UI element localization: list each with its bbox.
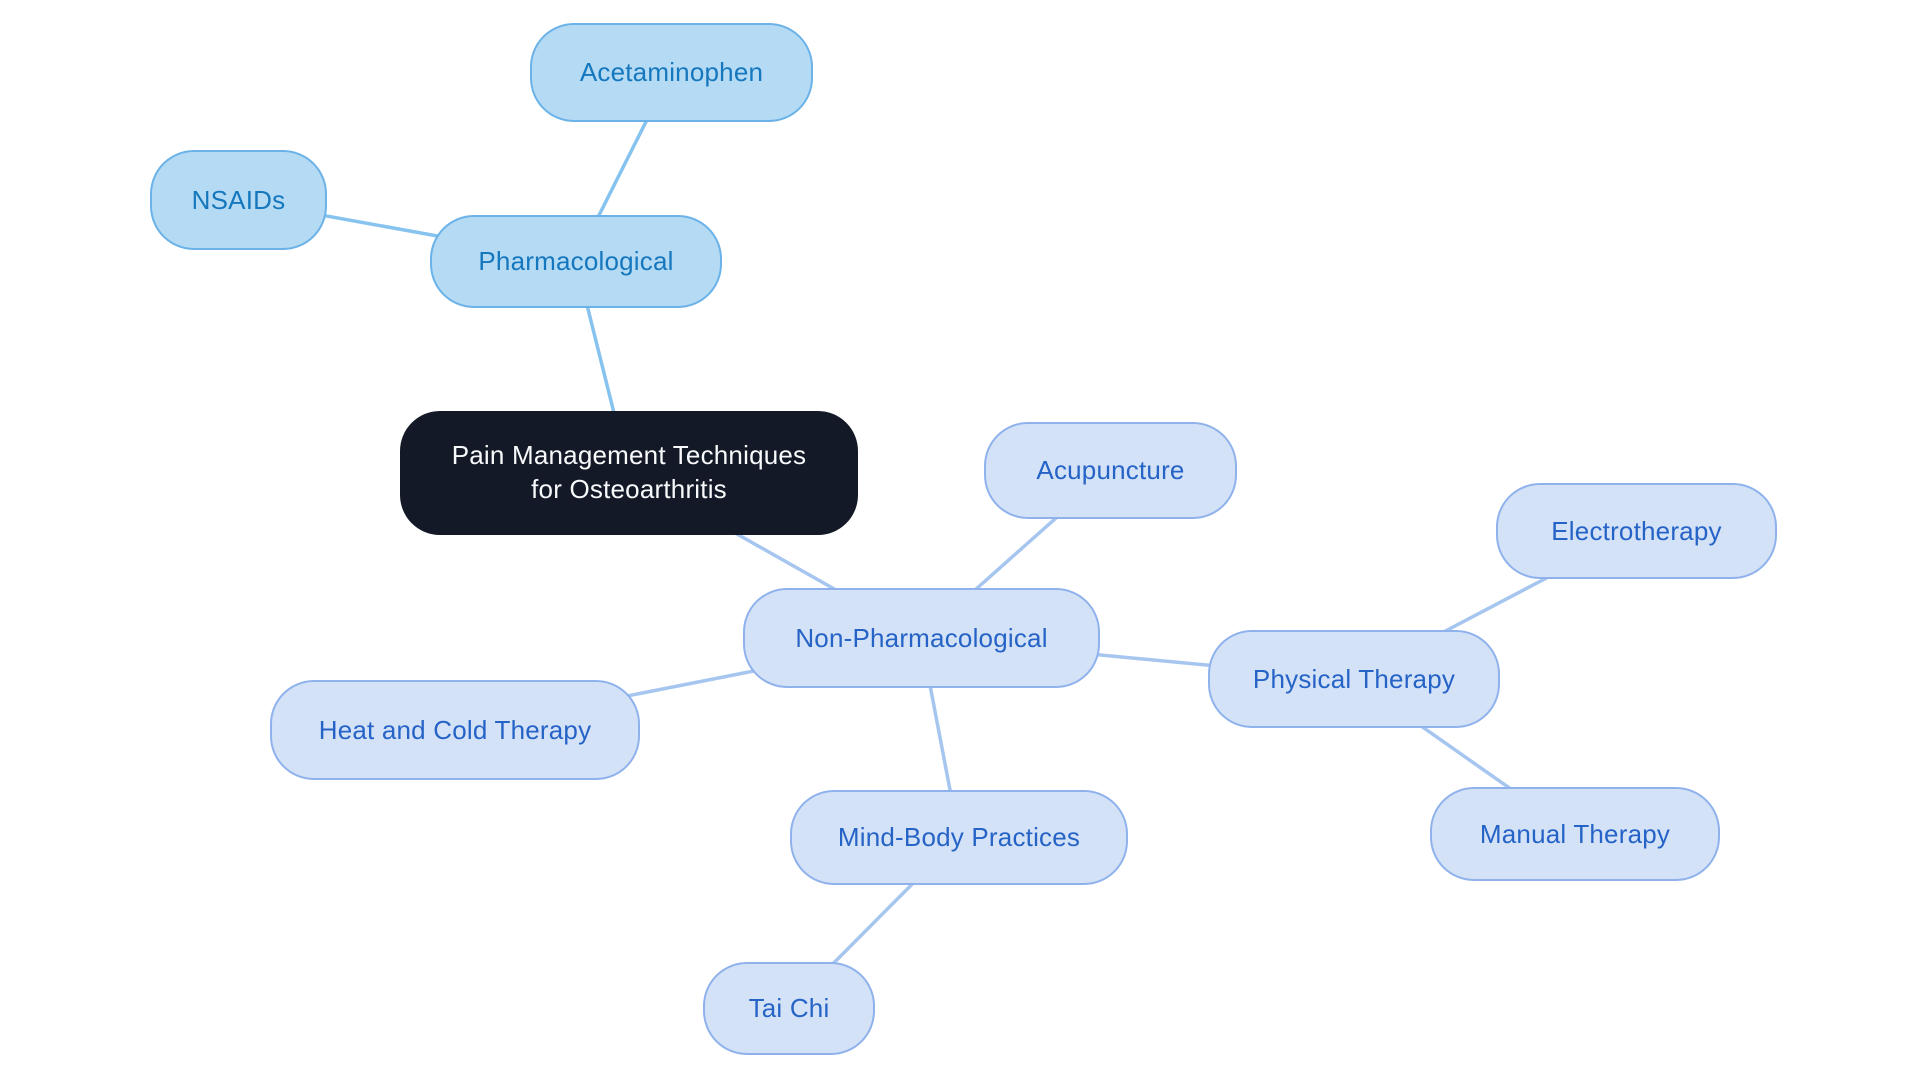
node-mind-body-practices[interactable]: Mind-Body Practices xyxy=(790,790,1128,885)
node-electrotherapy[interactable]: Electrotherapy xyxy=(1496,483,1777,579)
node-manual-therapy[interactable]: Manual Therapy xyxy=(1430,787,1720,881)
node-tai-chi[interactable]: Tai Chi xyxy=(703,962,875,1055)
node-acetaminophen[interactable]: Acetaminophen xyxy=(530,23,813,122)
node-heat-and-cold-therapy[interactable]: Heat and Cold Therapy xyxy=(270,680,640,780)
node-physical-therapy[interactable]: Physical Therapy xyxy=(1208,630,1500,728)
node-nsaids[interactable]: NSAIDs xyxy=(150,150,327,250)
node-central-pain-management[interactable]: Pain Management Techniques for Osteoarth… xyxy=(400,411,858,535)
node-non-pharmacological[interactable]: Non-Pharmacological xyxy=(743,588,1100,688)
node-pharmacological[interactable]: Pharmacological xyxy=(430,215,722,308)
node-acupuncture[interactable]: Acupuncture xyxy=(984,422,1237,519)
